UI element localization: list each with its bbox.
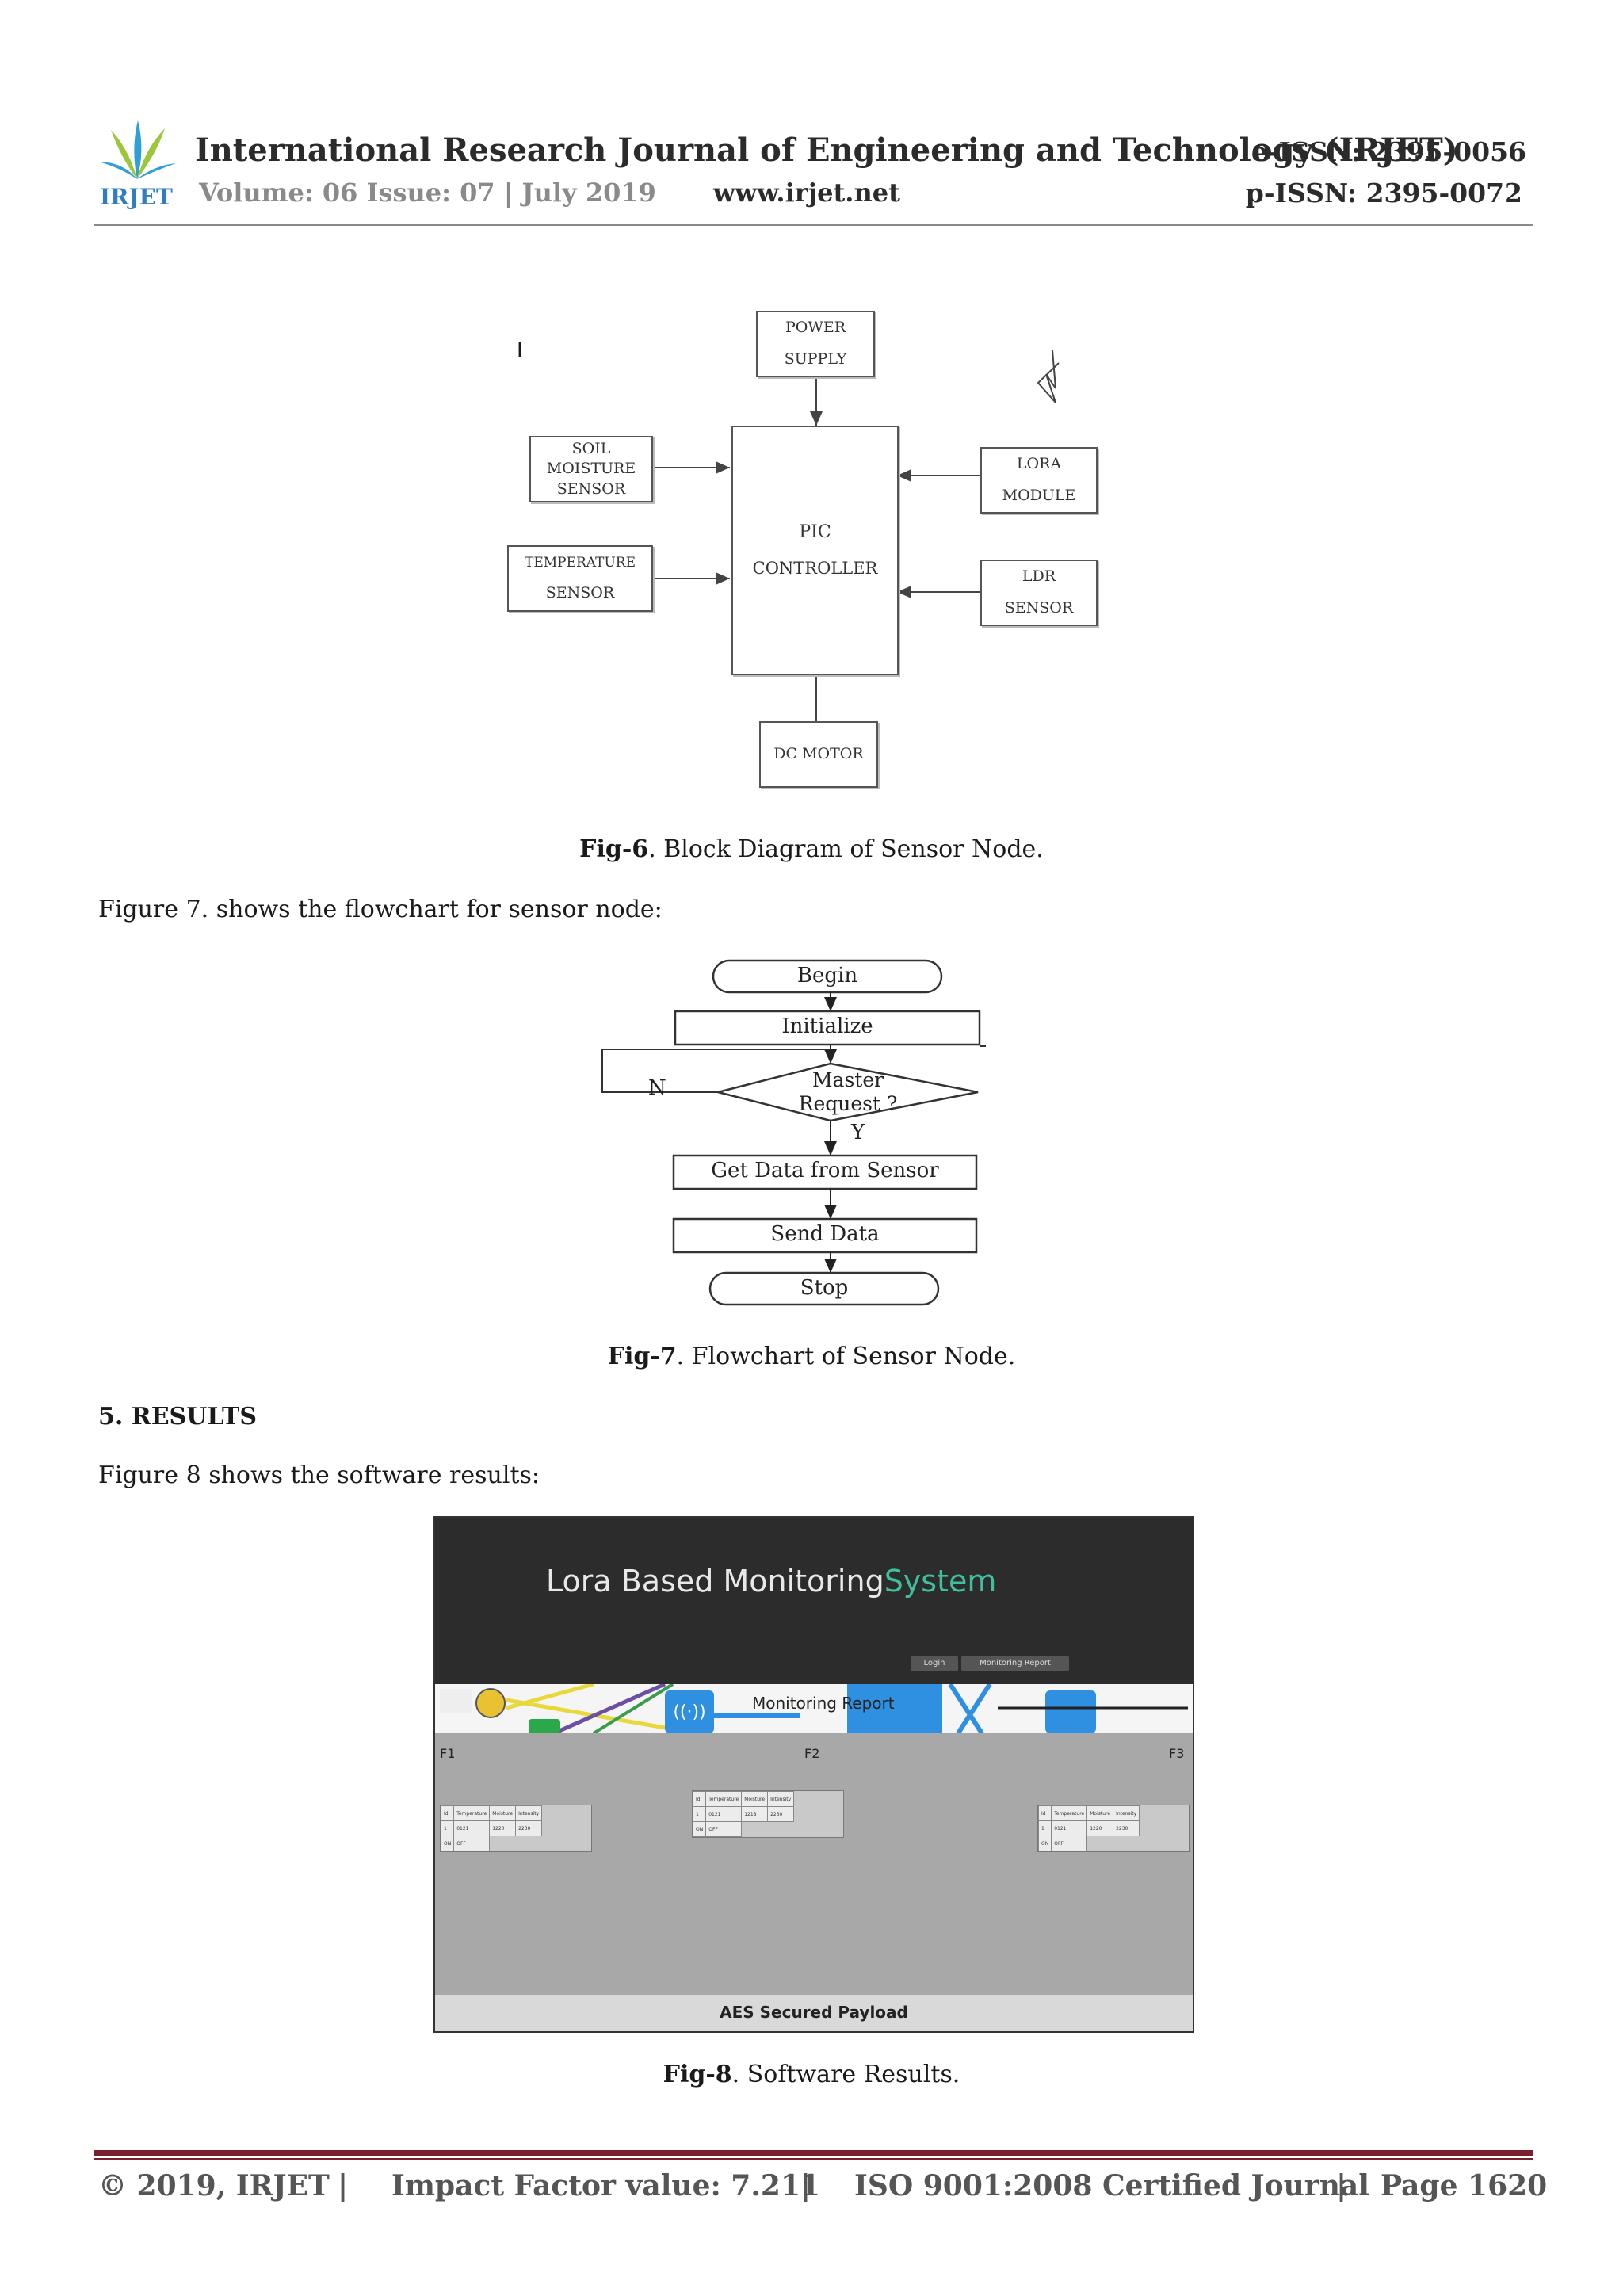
footer-impact-factor: Impact Factor value: 7.211 bbox=[391, 2169, 821, 2202]
begin-terminator bbox=[712, 959, 943, 994]
cloud-tree-graphic bbox=[847, 1684, 942, 1733]
send-data-label: Send Data bbox=[770, 1222, 880, 1246]
aes-payload-label: AES Secured Payload bbox=[720, 2003, 908, 2022]
app-title-accent: System bbox=[884, 1564, 997, 1599]
wireless-signal-icon bbox=[1037, 350, 1060, 403]
fig7-intro-text: Figure 7. shows the flowchart for sensor… bbox=[98, 896, 663, 923]
no-loop-line bbox=[601, 1049, 831, 1093]
initialize-process bbox=[674, 1010, 981, 1046]
monitoring-report-button[interactable]: Monitoring Report bbox=[961, 1656, 1069, 1671]
login-button[interactable]: Login bbox=[911, 1656, 958, 1671]
app-title: Lora Based MonitoringSystem bbox=[546, 1564, 996, 1599]
fig6-caption-text: . Block Diagram of Sensor Node. bbox=[648, 835, 1044, 863]
irjet-logo: IRJET bbox=[94, 116, 181, 211]
network-banner: ((·)) Monitoring Report bbox=[435, 1684, 1193, 1733]
network-banner-graphic: ((·)) bbox=[440, 1684, 1188, 1733]
fig8-caption-label: Fig-8 bbox=[663, 2061, 732, 2088]
initialize-label: Initialize bbox=[781, 1014, 873, 1038]
fig6-caption: Fig-6. Block Diagram of Sensor Node. bbox=[0, 835, 1623, 863]
decision-label-line2: Request ? bbox=[798, 1092, 898, 1115]
journal-title: International Research Journal of Engine… bbox=[195, 132, 1458, 169]
node-label-f1: F1 bbox=[440, 1746, 456, 1761]
footer-rule-thin bbox=[94, 2158, 1533, 2160]
begin-label: Begin bbox=[796, 964, 858, 988]
on-button[interactable]: ON bbox=[692, 1821, 707, 1837]
fig7-flowchart: Begin Initialize Master Request ? N Y Ge… bbox=[599, 959, 995, 1316]
fig8-caption: Fig-8. Software Results. bbox=[0, 2061, 1623, 2088]
logo-text: IRJET bbox=[100, 184, 173, 210]
water-meter-icon bbox=[475, 1688, 506, 1718]
fig8-caption-text: . Software Results. bbox=[731, 2061, 960, 2088]
fig7-caption-label: Fig-7 bbox=[607, 1343, 677, 1370]
flowchart-connectors bbox=[601, 959, 986, 1306]
p-issn: p-ISSN: 2395-0072 bbox=[1245, 178, 1522, 208]
fig8-intro-text: Figure 8 shows the software results: bbox=[98, 1461, 540, 1489]
app-header-bar: Lora Based MonitoringSystem Login Monito… bbox=[435, 1518, 1193, 1684]
off-button[interactable]: OFF bbox=[705, 1821, 743, 1837]
get-data-label: Get Data from Sensor bbox=[711, 1159, 939, 1182]
master-request-decision bbox=[717, 1062, 979, 1122]
svg-text:((·)): ((·)) bbox=[673, 1702, 705, 1722]
fig8-software-screenshot: Lora Based MonitoringSystem Login Monito… bbox=[433, 1516, 1194, 2033]
stop-label: Stop bbox=[800, 1276, 849, 1300]
e-issn: e-ISSN: 2395-0056 bbox=[1251, 136, 1526, 167]
stray-marker: I bbox=[517, 339, 523, 363]
off-button[interactable]: OFF bbox=[1051, 1836, 1088, 1851]
footer-page-number: Page 1620 bbox=[1381, 2169, 1548, 2202]
get-data-process bbox=[672, 1154, 978, 1190]
results-heading: 5. RESULTS bbox=[98, 1403, 258, 1431]
footer-rule bbox=[94, 2150, 1533, 2156]
volume-issue: Volume: 06 Issue: 07 | July 2019 bbox=[199, 178, 656, 208]
on-button[interactable]: ON bbox=[440, 1836, 455, 1851]
send-data-process bbox=[672, 1217, 978, 1254]
server-icon bbox=[1045, 1690, 1096, 1733]
decision-label-line1: Master bbox=[812, 1068, 884, 1091]
yes-label: Y bbox=[851, 1121, 865, 1144]
footer-separator-3: | bbox=[1336, 2169, 1347, 2202]
fig6-caption-label: Fig-6 bbox=[579, 835, 649, 863]
footer-separator-2: | bbox=[800, 2169, 812, 2202]
block-diagram-connectors bbox=[651, 350, 1060, 721]
fig7-caption-text: . Flowchart of Sensor Node. bbox=[676, 1343, 1016, 1370]
stop-terminator bbox=[708, 1271, 940, 1306]
gateway-icon bbox=[665, 1690, 714, 1733]
fig7-caption: Fig-7. Flowchart of Sensor Node. bbox=[0, 1343, 1623, 1370]
no-label: N bbox=[648, 1076, 666, 1100]
on-button[interactable]: ON bbox=[1037, 1836, 1052, 1851]
footer-iso: ISO 9001:2008 Certified Journal bbox=[854, 2169, 1369, 2202]
payload-footer: AES Secured Payload bbox=[435, 1995, 1193, 2031]
irjet-logo-icon bbox=[98, 120, 176, 179]
sensor-device-icon bbox=[529, 1719, 560, 1733]
off-button[interactable]: OFF bbox=[453, 1836, 491, 1851]
header-rule bbox=[94, 224, 1533, 226]
app-title-main: Lora Based Monitoring bbox=[546, 1564, 884, 1599]
website-link[interactable]: www.irjet.net bbox=[713, 178, 900, 208]
node-label-f2: F2 bbox=[804, 1746, 820, 1761]
footer-separator-1: | bbox=[338, 2169, 349, 2202]
footer-copyright: © 2019, IRJET bbox=[98, 2169, 330, 2202]
banner-monitoring-report-label: Monitoring Report bbox=[752, 1694, 895, 1713]
node-label-f3: F3 bbox=[1169, 1746, 1185, 1761]
dc-motor-block: DC MOTOR bbox=[759, 721, 878, 788]
